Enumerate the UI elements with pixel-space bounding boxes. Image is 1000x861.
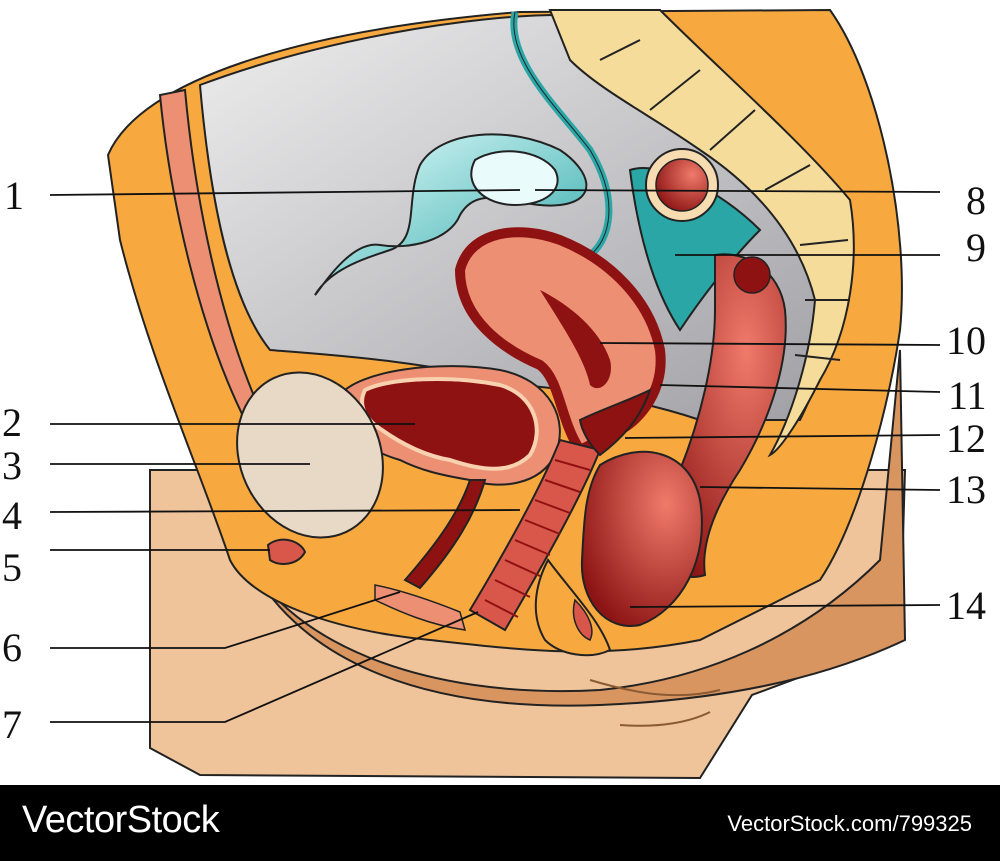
ovary <box>470 150 559 207</box>
urethra <box>403 479 487 590</box>
uterus <box>454 227 666 457</box>
watermark-footer: VectorStock VectorStock.com/799325 <box>0 785 1000 861</box>
label-4: 4 <box>2 493 22 538</box>
label-8: 8 <box>966 178 986 223</box>
buttock-region <box>239 349 907 707</box>
cervix <box>578 388 652 457</box>
clitoris <box>266 538 307 565</box>
label-14: 14 <box>946 583 986 628</box>
uterine-cavity <box>540 290 611 389</box>
leader-lines <box>49 189 941 723</box>
vertebrae <box>599 39 850 361</box>
label-7: 7 <box>2 702 22 747</box>
label-3: 3 <box>2 443 22 488</box>
label-10: 10 <box>946 318 986 363</box>
label-1: 1 <box>4 173 24 218</box>
labia <box>374 584 467 631</box>
bladder-lumen <box>360 376 539 471</box>
label-5: 5 <box>2 545 22 590</box>
label-6: 6 <box>2 625 22 670</box>
gluteal-creases <box>589 679 721 727</box>
label-2: 2 <box>2 400 22 445</box>
label-13: 13 <box>946 467 986 512</box>
brand-url: VectorStock.com/799325 <box>727 811 972 836</box>
sacrum-spine <box>548 9 855 458</box>
rectum-lumen <box>733 256 771 294</box>
vaginal-rugae <box>484 459 591 618</box>
label-9: 9 <box>966 225 986 270</box>
label-11: 11 <box>948 373 987 418</box>
brand-logo-text: VectorStock <box>22 799 220 841</box>
label-12: 12 <box>946 416 986 461</box>
pubic-bone <box>236 371 384 539</box>
anal-canal <box>580 450 703 627</box>
